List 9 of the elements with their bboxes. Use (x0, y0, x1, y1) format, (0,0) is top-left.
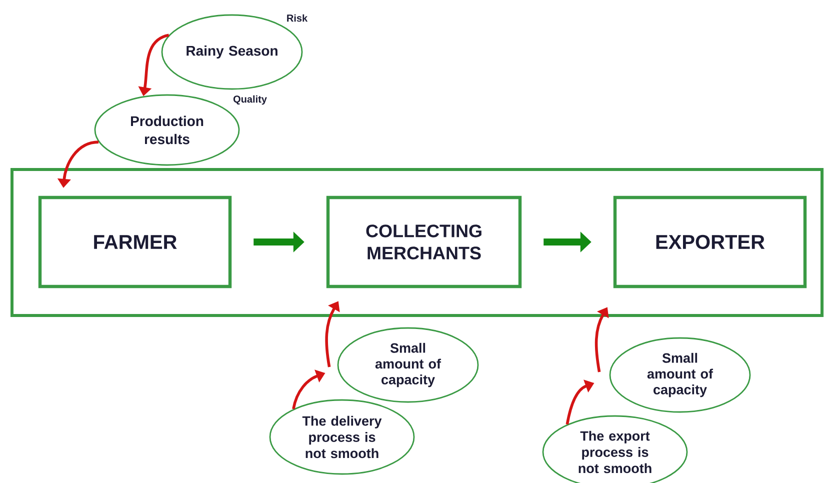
process-box: COLLECTING MERCHANTS (326, 196, 522, 288)
beside-label: Quality (233, 95, 267, 105)
group-frame (10, 168, 824, 317)
ellipse-node: Small amount of capacity (337, 327, 479, 403)
beside-label: Risk (287, 14, 308, 22)
ellipse-node: Small amount of capacity (609, 337, 751, 413)
ellipse-node: The delivery process is not smooth (269, 399, 415, 475)
process-box: FARMER (38, 196, 232, 288)
process-box: EXPORTER (613, 196, 807, 288)
